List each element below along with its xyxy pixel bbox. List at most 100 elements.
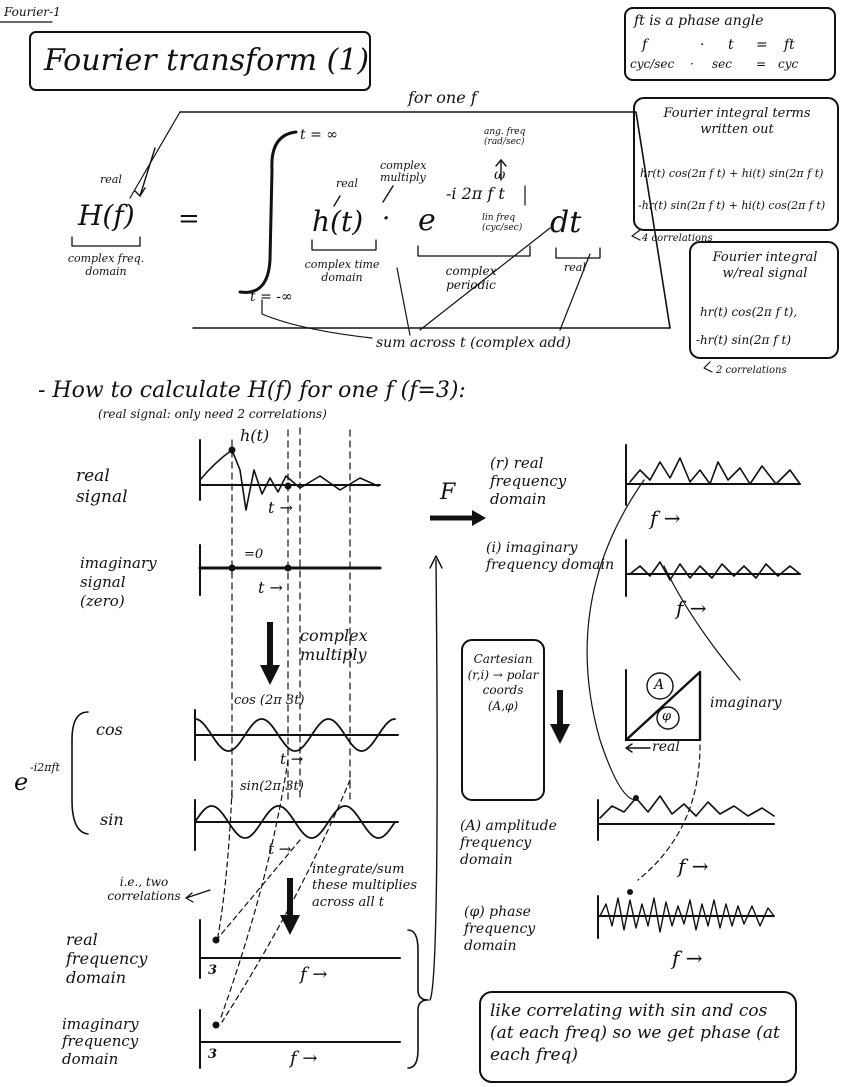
cos-label: cos [96, 720, 123, 739]
page-id: Fourier-1 [4, 5, 61, 19]
phase-row2-cycsec: cyc/sec [630, 57, 675, 71]
real-signal-note: 2 correlations [716, 365, 787, 376]
integral-line-2: -hr(t) sin(2π f t) + hi(t) cos(2π f t) [638, 199, 826, 212]
polar-A: A [654, 677, 665, 693]
integral-line-1: hr(t) cos(2π f t) + hi(t) sin(2π f t) [640, 167, 824, 180]
f-arrow-amp: f → [678, 854, 709, 878]
label-real-lhs: real [100, 173, 122, 186]
imag-zero: =0 [244, 547, 264, 562]
eq-dt: dt [550, 205, 582, 240]
f-arrow-i: f → [676, 596, 707, 620]
section-subheading: (real signal: only need 2 correlations) [98, 407, 327, 421]
amp-domain-label: (A) amplitude frequency domain [460, 818, 557, 868]
phase-row2-sec: sec [712, 57, 732, 71]
arrow-for-one-f [129, 111, 181, 199]
bracket-exp [417, 245, 531, 257]
sin-label: sin [100, 810, 124, 829]
arrow-real-h [333, 195, 341, 207]
imag-signal-label: imaginary signal (zero) [80, 554, 157, 610]
r-freq-curve [629, 457, 801, 485]
label-lin-freq: lin freq (cyc/sec) [482, 213, 523, 233]
label-complex-freq-domain: complex freq. domain [67, 252, 145, 279]
cartesian-label: Cartesian (r,i) → polar coords (A,φ) [467, 652, 539, 713]
phase-row1-ft: ft [784, 37, 795, 53]
tick-3-imag: 3 [208, 1047, 218, 1062]
t-arrow-1: t → [268, 498, 293, 517]
real-signal-box [689, 241, 839, 359]
phase-row1-dot: · [700, 37, 705, 53]
phase-domain-label: (φ) phase frequency domain [464, 904, 536, 954]
cartesian-box [461, 639, 545, 801]
arrow-sum-lower [261, 299, 373, 339]
phase-row1-f: f [642, 37, 648, 53]
bottom-imag-freq-label: imaginary frequency domain [62, 1015, 139, 1068]
title-box [29, 31, 371, 91]
eq-dot: · [382, 204, 391, 234]
equation-frame [179, 111, 671, 329]
tick-3-real: 3 [208, 963, 218, 978]
bottom-note-box [479, 991, 797, 1083]
i-freq-curve [629, 561, 801, 581]
r-freq-label: (r) real frequency domain [490, 454, 567, 508]
label-complex-time-domain: complex time domain [304, 258, 380, 285]
arrow-up-to-F [429, 559, 438, 1001]
integral-sign [238, 130, 298, 294]
phase-row1-t: t [728, 37, 734, 53]
sample-dot-1 [228, 446, 236, 454]
integral-box-heading: Fourier integral terms written out [663, 106, 811, 137]
label-sum-across: sum across t (complex add) [376, 335, 571, 351]
two-correlations-note: i.e., two correlations [107, 875, 181, 903]
freq-brace [407, 929, 429, 1069]
page-title: Fourier transform (1) [44, 43, 370, 78]
label-complex-multiply: complex multiply [380, 159, 427, 185]
cos-curve-label: cos (2π 3t) [234, 693, 305, 708]
exp-bracket [71, 711, 89, 835]
f-arrow-real: f → [300, 964, 328, 985]
label-real-dt: real [564, 261, 586, 274]
h-t-label: h(t) [240, 426, 270, 445]
complex-multiply-label: complex multiply [300, 626, 368, 665]
label-ang-freq: ang. freq (rad/sec) [484, 127, 526, 147]
eq-equals: = [178, 204, 200, 234]
label-complex-periodic: complex periodic [445, 264, 497, 293]
bracket-dt [555, 247, 601, 259]
polar-real: real [652, 739, 680, 755]
label-omega: ω [494, 167, 506, 183]
eq-h-t: h(t) [312, 205, 364, 238]
f-arrow-imag: f → [290, 1048, 318, 1069]
f-arrow-r: f → [650, 506, 681, 530]
phase-box [624, 7, 836, 81]
real-signal-curve [199, 449, 379, 511]
sin-curve [194, 805, 396, 839]
F-label: F [440, 480, 456, 505]
phase-row2-cyc: cyc [778, 57, 799, 71]
polar-triangle [624, 670, 702, 742]
imag-freq-dot [212, 1021, 220, 1029]
polar-phi: φ [662, 709, 672, 724]
upper-limit: t = ∞ [300, 127, 338, 143]
i-freq-label: (i) imaginary frequency domain [486, 540, 615, 573]
t-arrow-3: t → [280, 750, 304, 768]
real-signal-line-1: hr(t) cos(2π f t), [700, 305, 798, 319]
t-arrow-2: t → [258, 578, 283, 597]
exp-label: e [14, 768, 29, 796]
bottom-real-freq-label: real frequency domain [66, 930, 148, 988]
for-one-f: for one f [408, 88, 477, 107]
arrow-sum-h [396, 267, 411, 336]
arrow-complex-multiply [382, 185, 394, 203]
phase-curve [599, 897, 775, 933]
f-arrow-phase: f → [672, 946, 703, 970]
arrow-real-lhs [139, 147, 156, 197]
phase-box-heading: ft is a phase angle [634, 13, 764, 29]
integrate-sum-note: integrate/sum these multiplies across al… [312, 862, 418, 910]
eq-H-f: H(f) [78, 199, 135, 232]
phase-row2-dot: · [690, 57, 694, 71]
real-signal-line-2: -hr(t) sin(2π f t) [696, 333, 792, 347]
phase-row2-eq: = [756, 57, 767, 71]
polar-imaginary: imaginary [710, 695, 782, 711]
phase-row1-eq: = [756, 37, 768, 53]
integral-box [633, 97, 839, 231]
real-signal-heading: Fourier integral w/real signal [712, 250, 818, 281]
cos-curve [194, 718, 396, 752]
